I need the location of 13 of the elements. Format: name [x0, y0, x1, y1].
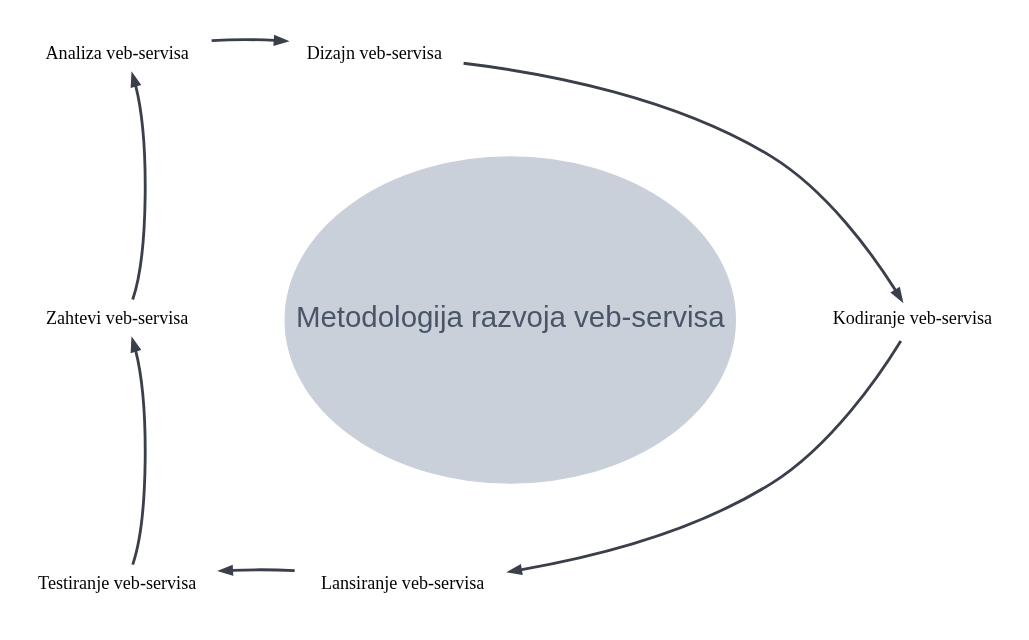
- node-text: Analiza veb-servisa: [45, 43, 189, 64]
- arrow: [217, 564, 295, 576]
- arrow: [211, 34, 290, 46]
- node-ellipse: Metodologija razvoja veb-servisa: [284, 156, 736, 484]
- arrow: [130, 336, 147, 565]
- node-text: Lansiranje veb-servisa: [320, 573, 485, 594]
- arrow: [463, 61, 904, 304]
- node-text: Zahtevi veb-servisa: [46, 308, 189, 329]
- node-text: Testiranje veb-servisa: [38, 573, 197, 594]
- node-text: Dizajn veb-servisa: [306, 43, 442, 64]
- arrow: [506, 340, 902, 576]
- arrow: [130, 71, 147, 300]
- node-text: Kodiranje veb-servisa: [832, 308, 993, 329]
